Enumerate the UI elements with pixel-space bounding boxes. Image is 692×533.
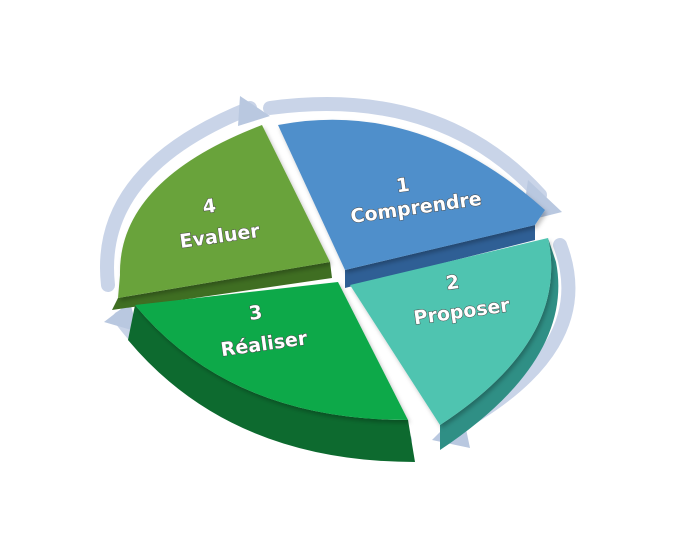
segment-1-side (345, 225, 535, 288)
step-4-number: 4 (201, 195, 217, 219)
step-3-number: 3 (247, 301, 263, 325)
arrowhead-3 (104, 302, 138, 332)
step-1-number: 1 (395, 174, 411, 198)
step-2-number: 2 (444, 271, 460, 295)
segment-3-side (128, 305, 415, 462)
segment-2-side (440, 238, 559, 450)
arrowhead-4 (238, 96, 270, 126)
segment-4-side (112, 262, 332, 310)
segment-2 (350, 238, 552, 425)
segment-3 (135, 282, 408, 420)
segment-4 (118, 125, 330, 298)
arrow-top (263, 97, 547, 202)
arrow-left (100, 101, 257, 292)
segment-1 (278, 119, 545, 270)
